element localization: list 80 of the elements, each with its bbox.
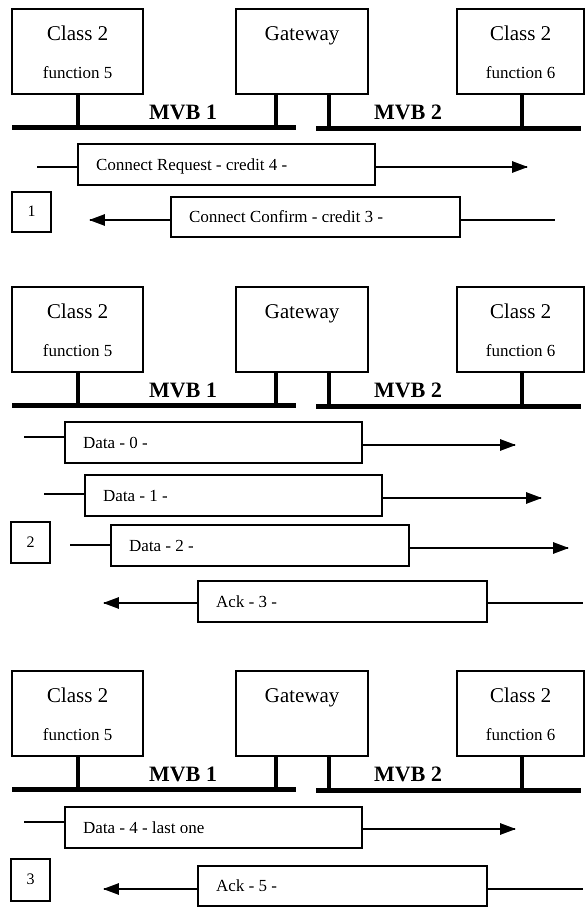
bus-label: MVB 1 <box>149 761 217 787</box>
node-subtitle: function 6 <box>486 340 556 362</box>
bus-label: MVB 1 <box>149 377 217 403</box>
message-box <box>110 524 410 567</box>
bus-stub <box>274 373 278 403</box>
connector-line <box>24 821 64 823</box>
connector-line <box>488 888 583 890</box>
bus-stub <box>520 757 524 788</box>
gateway-box <box>235 286 369 373</box>
node-title: Class 2 <box>490 20 552 46</box>
message-box <box>77 143 376 186</box>
message-box <box>170 196 461 238</box>
bus-stub <box>76 95 80 125</box>
bus-stub <box>76 373 80 403</box>
arrow <box>89 214 170 226</box>
message-text: Connect Request - credit 4 - <box>96 154 288 174</box>
device-box <box>456 8 585 95</box>
step-number-box <box>11 191 52 233</box>
node-title: Class 2 <box>46 20 108 46</box>
message-box <box>84 474 383 517</box>
message-box <box>64 421 363 464</box>
message-text: Connect Confirm - credit 3 - <box>189 207 384 227</box>
node-subtitle: function 6 <box>486 724 556 746</box>
bus-stub <box>327 373 331 404</box>
bus-stub <box>76 757 80 787</box>
device-box <box>11 286 144 373</box>
device-box <box>11 8 144 95</box>
connector-line <box>70 544 110 546</box>
node-subtitle: function 5 <box>42 340 112 362</box>
step-number: 1 <box>28 203 36 221</box>
message-box <box>64 806 363 849</box>
arrow <box>410 542 569 554</box>
bus-label: MVB 2 <box>374 761 442 787</box>
node-title: Class 2 <box>490 682 552 708</box>
arrow <box>376 161 528 173</box>
gateway-box <box>235 670 369 757</box>
bus-stub <box>327 757 331 788</box>
connector-line <box>24 436 64 438</box>
device-box <box>456 286 585 373</box>
message-box <box>197 580 488 623</box>
bus-label: MVB 2 <box>374 99 442 125</box>
arrow <box>363 823 516 835</box>
bus-label: MVB 1 <box>149 99 217 125</box>
node-subtitle: function 5 <box>42 724 112 746</box>
arrow <box>103 883 197 895</box>
message-text: Ack - 5 - <box>216 876 277 896</box>
connector-line <box>488 602 583 604</box>
message-text: Data - 1 - <box>103 486 168 506</box>
bus-stub <box>274 757 278 787</box>
message-text: Data - 0 - <box>83 432 148 452</box>
bus-label: MVB 2 <box>374 377 442 403</box>
step-number-box <box>10 521 51 564</box>
step-number: 2 <box>26 534 34 552</box>
bus-stub <box>274 95 278 125</box>
connector-line <box>44 493 84 495</box>
node-title: Gateway <box>264 20 340 46</box>
node-subtitle: function 6 <box>486 62 556 84</box>
device-box <box>456 670 585 757</box>
arrow <box>383 492 542 504</box>
node-title: Gateway <box>264 298 340 324</box>
node-subtitle: function 5 <box>42 62 112 84</box>
message-box <box>197 865 488 907</box>
step-number-box <box>10 858 51 902</box>
arrow <box>363 439 516 451</box>
bus-stub <box>520 373 524 404</box>
bus-stub <box>327 95 331 126</box>
message-text: Data - 2 - <box>129 536 194 556</box>
arrow <box>103 597 197 609</box>
node-title: Class 2 <box>490 298 552 324</box>
node-title: Gateway <box>264 682 340 708</box>
message-text: Ack - 3 - <box>216 592 277 612</box>
step-number: 3 <box>26 871 34 889</box>
bus-stub <box>520 95 524 126</box>
device-box <box>11 670 144 757</box>
connector-line <box>461 219 555 221</box>
connector-line <box>37 166 77 168</box>
node-title: Class 2 <box>46 682 108 708</box>
gateway-box <box>235 8 369 95</box>
node-title: Class 2 <box>46 298 108 324</box>
message-text: Data - 4 - last one <box>83 818 204 838</box>
